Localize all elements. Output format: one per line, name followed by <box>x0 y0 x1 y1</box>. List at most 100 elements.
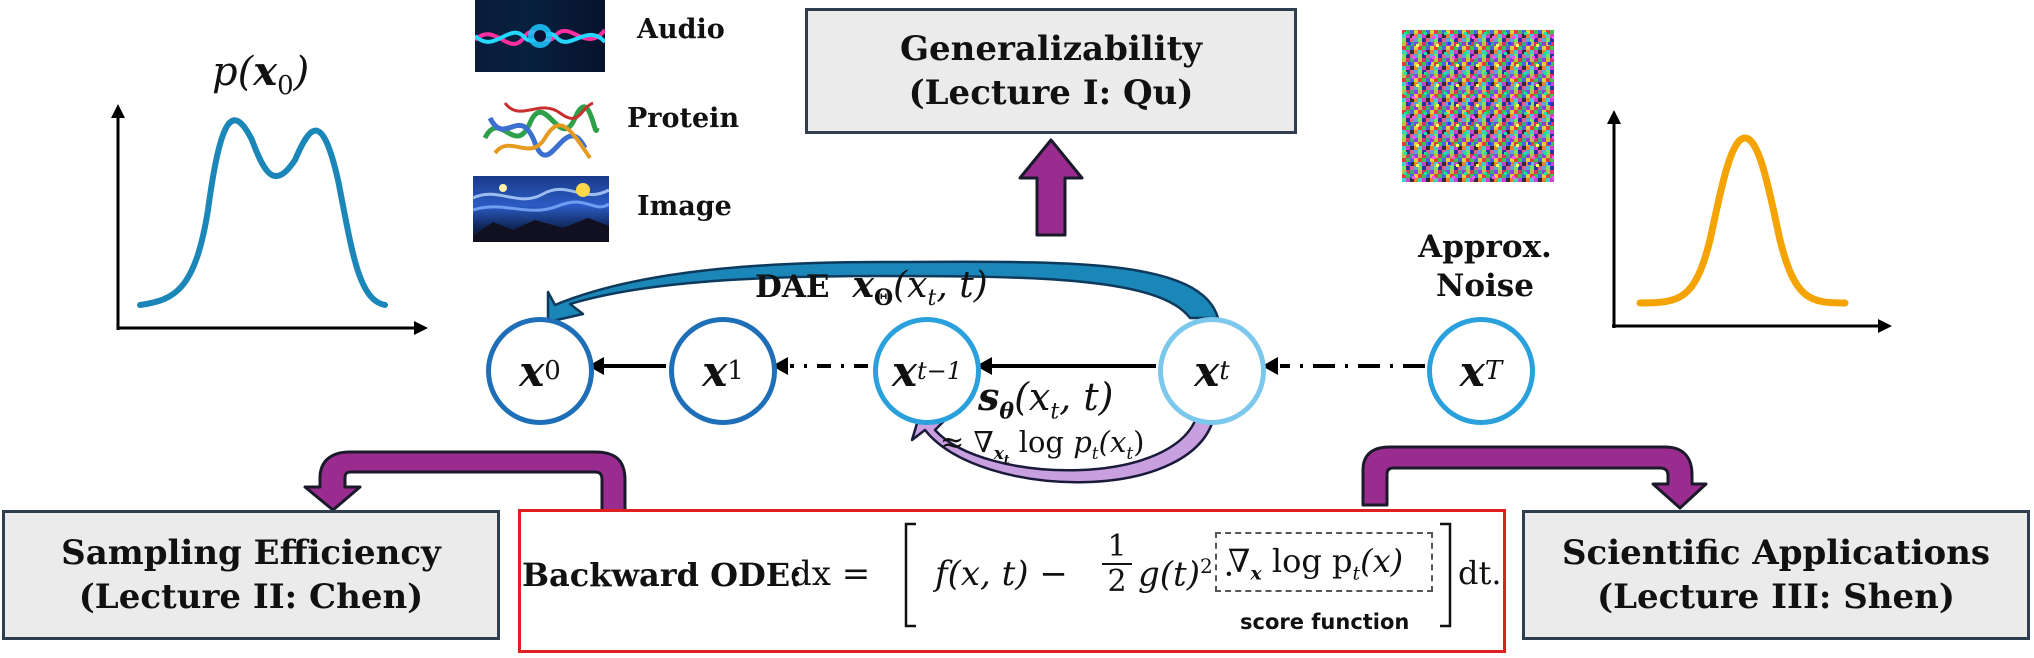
approx-noise-label: Approx. Noise <box>1410 228 1560 306</box>
generalizability-box: Generalizability (Lecture I: Qu) <box>805 8 1297 134</box>
backward-ode-box <box>518 509 1506 653</box>
modality-label-audio: Audio <box>637 14 725 45</box>
bracket-arrow-to-scientific <box>1361 445 1708 510</box>
nabla-sym: ∇ <box>1228 542 1251 580</box>
ode-dx: dx = <box>790 554 870 594</box>
sampling-efficiency-box: Sampling Efficiency (Lecture II: Chen) <box>2 510 500 640</box>
p-x0-label: p(x0) <box>212 48 310 101</box>
protein-structure-image <box>475 88 603 172</box>
gaussian-distribution-plot <box>1607 110 1892 333</box>
node-sub: t <box>1219 356 1230 386</box>
generalizability-lecture: (Lecture I: Qu) <box>908 73 1194 113</box>
dae-word: DAE <box>755 269 830 305</box>
score-var: s <box>978 374 1000 419</box>
arg: (x <box>1098 425 1127 459</box>
dae-var: x <box>852 264 874 306</box>
noise-image <box>1402 30 1554 182</box>
approx-sym: ≈ <box>940 425 965 459</box>
approx-label: Approx. <box>1418 229 1552 265</box>
dae-curved-arrow <box>546 260 1220 324</box>
node-var: x <box>891 346 917 396</box>
score-function-dashed-box <box>1215 532 1433 592</box>
subscript-0: 0 <box>277 71 294 101</box>
left-bracket <box>904 522 916 628</box>
arrowhead-xt1 <box>976 357 992 375</box>
dae-label: DAE xΘ(xt, t) <box>755 264 988 311</box>
g-exp: 2 <box>1199 554 1213 578</box>
log-word: log <box>1018 425 1064 459</box>
g-text: g(t) <box>1138 554 1200 595</box>
audio-waveform-image <box>475 0 605 72</box>
x-var: x <box>253 48 278 95</box>
scientific-lecture: (Lecture III: Shen) <box>1597 577 1955 617</box>
sampling-title: Sampling Efficiency <box>61 532 441 573</box>
node-var: x <box>519 346 545 396</box>
ode-dx-text: dx = <box>790 554 871 594</box>
y-axis-arrow <box>111 104 125 118</box>
fraction-num: 1 <box>1107 529 1127 564</box>
p-func: p <box>212 49 238 95</box>
arrowhead-x0 <box>588 357 604 375</box>
nabla-sub-sub: t <box>1003 452 1010 467</box>
noise-word: Noise <box>1436 267 1534 304</box>
node-sub: T <box>1484 356 1503 386</box>
node-var: x <box>702 346 728 396</box>
node-var: x <box>1194 346 1220 396</box>
arrowhead-x1 <box>772 357 788 375</box>
score-approx-label: ≈ ∇xt log pt(xt) <box>940 425 1144 466</box>
node-var: x <box>1459 346 1485 396</box>
arg-sub: t <box>1126 443 1134 464</box>
arrowhead-xt <box>1262 357 1278 375</box>
node-sub: 0 <box>544 356 561 386</box>
y-axis-arrow <box>1607 110 1621 124</box>
x-axis-arrow <box>1878 319 1892 333</box>
score-sub: θ <box>999 398 1015 425</box>
score-arg: (x) <box>1360 542 1404 580</box>
score-args-end: , t) <box>1059 375 1114 419</box>
ode-fraction: 1 2 <box>1102 530 1132 598</box>
ode-f-term: f(x, t) − <box>935 554 1068 594</box>
dae-args-end: , t) <box>936 265 988 306</box>
gaussian-curve <box>1636 134 1849 307</box>
dot-sym: · <box>1223 554 1235 595</box>
up-arrow-generalizability <box>1018 138 1084 237</box>
dae-args: (x <box>893 265 928 306</box>
score-function-caption: score function <box>1240 610 1410 634</box>
score-args-sub: t <box>1050 399 1060 425</box>
data-distribution-plot <box>111 104 428 335</box>
sampling-lecture: (Lecture II: Chen) <box>78 577 424 617</box>
score-feedback-curved-arrow <box>910 410 1217 484</box>
score-args: (x <box>1014 375 1051 419</box>
nabla-sym: ∇ <box>973 425 994 459</box>
nabla-sub: x <box>1250 562 1262 585</box>
ode-label: Backward ODE: <box>522 556 802 594</box>
nabla-sub: x <box>993 443 1004 464</box>
score-model-label: sθ(xt, t) <box>978 374 1113 425</box>
starry-night-image <box>473 176 609 242</box>
scientific-title: Scientific Applications <box>1561 532 1991 573</box>
dae-args-sub: t <box>927 286 937 312</box>
ode-dt: dt. <box>1458 554 1502 592</box>
bracket-arrow-to-sampling <box>303 450 627 527</box>
ode-score-term: ∇x log pt(x) <box>1228 542 1403 584</box>
log-p: log p <box>1271 542 1353 580</box>
bimodal-density-curve <box>137 117 388 308</box>
generalizability-title: Generalizability <box>899 28 1203 69</box>
x-axis-arrow <box>414 321 428 335</box>
ode-g-term: g(t)2 · <box>1138 554 1234 594</box>
right-bracket <box>1440 522 1452 628</box>
node-sub: t−1 <box>917 357 963 385</box>
dae-sub: Θ <box>873 285 894 312</box>
modality-label-image: Image <box>637 191 732 222</box>
scientific-applications-box: Scientific Applications (Lecture III: Sh… <box>1522 510 2030 640</box>
modality-label-protein: Protein <box>627 103 740 134</box>
arg-end: ) <box>1133 425 1145 459</box>
p-sub: t <box>1352 562 1361 585</box>
node-sub: 1 <box>727 356 744 386</box>
